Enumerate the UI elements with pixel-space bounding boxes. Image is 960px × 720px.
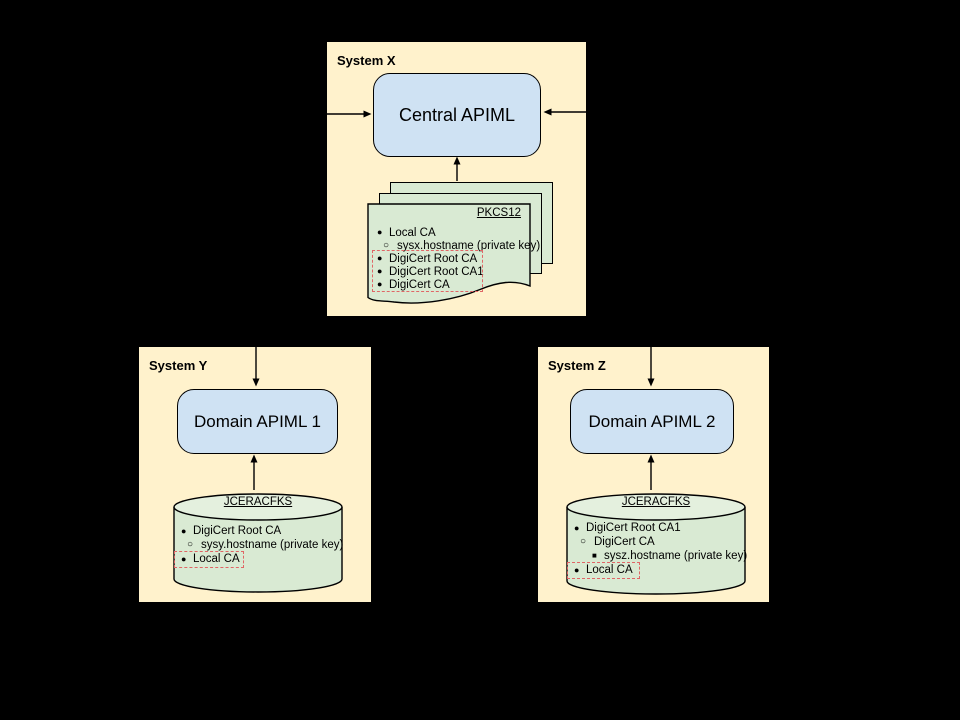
keystore-item: ■ sysz.hostname (private key) xyxy=(566,549,748,563)
keystore-item: ● DigiCert Root CA xyxy=(369,252,529,265)
keystore-item: ● Local CA xyxy=(566,563,744,577)
highlight-group-z-local-ca xyxy=(567,562,640,579)
jceracfks-y-title: JCERACFKS xyxy=(223,496,293,508)
bullet-level-1-icon: ● xyxy=(377,253,383,263)
central-apiml-label: Central APIML xyxy=(398,104,516,125)
keystore-item-label: DigiCert Root CA xyxy=(193,525,282,537)
keystore-item: ○ sysx.hostname (private key) xyxy=(369,239,540,252)
highlight-group-y-local-ca xyxy=(173,551,244,568)
keystore-item: ● DigiCert CA xyxy=(369,278,529,291)
keystore-item-label: sysy.hostname (private key) xyxy=(201,539,344,551)
keystore-item-label: Local CA xyxy=(389,226,436,239)
bullet-level-1-icon: ● xyxy=(574,522,580,533)
pkcs12-item-list: ● Local CA○ sysx.hostname (private key) ● Di… xyxy=(369,226,540,291)
keystore-item-label: DigiCert Root CA1 xyxy=(389,265,484,278)
system-x-box: System X Central APIML PKCS12 ● Local CA○… xyxy=(326,41,587,317)
domain-apiml-2-label: Domain APIML 2 xyxy=(588,411,716,431)
bullet-level-2-icon: ○ xyxy=(580,536,587,547)
central-apiml-node: Central APIML xyxy=(373,73,541,157)
keystore-item: ○ sysy.hostname (private key) xyxy=(173,538,344,552)
system-y-box: System Y Domain APIML 1 JCERACFKS ● DigiC… xyxy=(138,346,372,603)
domain-apiml-1-node: Domain APIML 1 xyxy=(177,389,338,454)
bullet-level-1-icon: ● xyxy=(574,564,580,575)
system-x-title: System X xyxy=(337,53,396,68)
system-z-box: System Z Domain APIML 2 JCERACFKS ● DigiC… xyxy=(537,346,770,603)
keystore-item: ● Local CA xyxy=(369,226,529,239)
document-shape xyxy=(367,203,531,304)
keystore-item-label: Local CA xyxy=(193,553,240,565)
jceracfks-y-item-list: ● DigiCert Root CA ○ sysy.hostname (private… xyxy=(173,524,344,566)
bullet-level-1-icon: ● xyxy=(377,227,383,237)
keystore-item-label: sysx.hostname (private key) xyxy=(397,239,541,252)
bullet-level-1-icon: ● xyxy=(377,279,383,289)
domain-apiml-1-label: Domain APIML 1 xyxy=(194,411,321,431)
jceracfks-z-item-list: ● DigiCert Root CA1 ○ DigiCert CA ■ sysz.host… xyxy=(566,521,748,577)
keystore-item-label: DigiCert CA xyxy=(389,278,450,291)
domain-apiml-2-node: Domain APIML 2 xyxy=(570,389,734,454)
bullet-level-2-icon: ○ xyxy=(187,539,194,550)
keystore-item-label: Local CA xyxy=(586,564,633,576)
pkcs12-page-front xyxy=(367,203,531,307)
bullet-level-1-icon: ● xyxy=(181,553,187,564)
keystore-item: ● DigiCert Root CA1 xyxy=(566,521,744,535)
cylinder-shape xyxy=(173,493,343,593)
jceracfks-cylinder-y: JCERACFKS ● DigiCert Root CA ○ sysy.hostnam… xyxy=(173,493,343,593)
keystore-item-label: DigiCert CA xyxy=(594,536,655,548)
bullet-level-1-icon: ● xyxy=(377,266,383,276)
keystore-item: ● DigiCert Root CA1 xyxy=(369,265,529,278)
system-y-title: System Y xyxy=(149,358,208,373)
system-z-title: System Z xyxy=(548,358,606,373)
bullet-level-3-icon: ■ xyxy=(592,551,597,560)
highlight-group-x-external-cas xyxy=(372,250,483,292)
keystore-item: ● DigiCert Root CA xyxy=(173,524,341,538)
keystore-item-label: DigiCert Root CA xyxy=(389,252,478,265)
keystore-item-label: DigiCert Root CA1 xyxy=(586,522,681,534)
keystore-item: ● Local CA xyxy=(173,552,341,566)
cylinder-shape xyxy=(566,493,746,595)
bullet-level-2-icon: ○ xyxy=(383,239,390,251)
keystore-item: ○ DigiCert CA xyxy=(566,535,744,549)
jceracfks-z-title: JCERACFKS xyxy=(621,496,691,508)
keystore-item-label: sysz.hostname (private key) xyxy=(604,550,748,562)
pkcs12-keystore-title: PKCS12 xyxy=(476,207,521,219)
bullet-level-1-icon: ● xyxy=(181,525,187,536)
jceracfks-cylinder-z: JCERACFKS ● DigiCert Root CA1 ○ DigiCert CA… xyxy=(566,493,748,595)
